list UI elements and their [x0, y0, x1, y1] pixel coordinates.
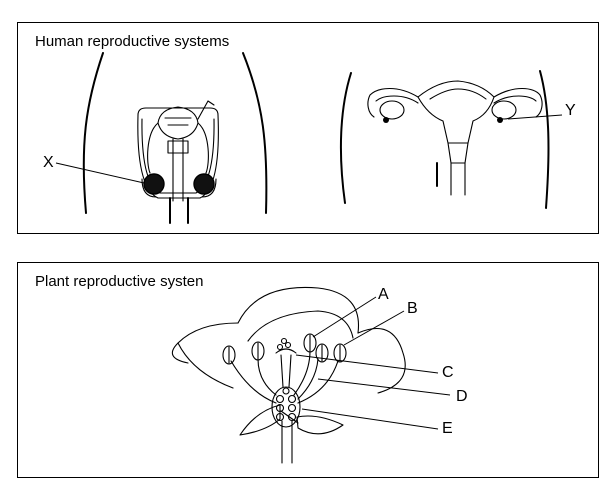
flower-drawing [171, 286, 451, 464]
female-ovary-right [491, 100, 517, 120]
style [280, 354, 292, 388]
plant-reproductive-panel: Plant reproductive systen [17, 262, 599, 478]
ovary [271, 386, 301, 428]
human-systems-drawing [55, 52, 563, 224]
label-a-leader-line [312, 296, 377, 338]
label-a: A [378, 286, 389, 303]
label-e: E [442, 420, 453, 437]
label-b-leader-line [343, 310, 405, 346]
male-reproductive-diagram [82, 52, 268, 224]
male-testis-left [143, 173, 165, 195]
female-ovary-left [379, 100, 405, 120]
male-testis-right [193, 173, 215, 195]
human-panel-title: Human reproductive systems [35, 33, 230, 50]
label-y-leader-line [507, 114, 563, 120]
label-y: Y [565, 102, 576, 119]
label-c: C [442, 364, 454, 381]
label-b: B [407, 300, 418, 317]
label-x: X [43, 154, 54, 171]
label-d: D [456, 388, 468, 405]
label-e-leader-line [301, 408, 439, 430]
stem [281, 420, 293, 464]
sepal-left [239, 404, 281, 436]
human-reproductive-panel: Human reproductive systems [17, 22, 599, 234]
petal-top [237, 286, 360, 334]
plant-panel-title: Plant reproductive systen [35, 273, 204, 290]
label-x-leader-line [55, 162, 145, 184]
label-c-leader-line [295, 354, 439, 374]
petal-right [357, 328, 406, 394]
label-d-leader-line [317, 378, 451, 396]
female-reproductive-diagram [339, 70, 550, 209]
anther [222, 345, 236, 365]
sepal-right [296, 415, 344, 435]
stigma [275, 348, 297, 354]
